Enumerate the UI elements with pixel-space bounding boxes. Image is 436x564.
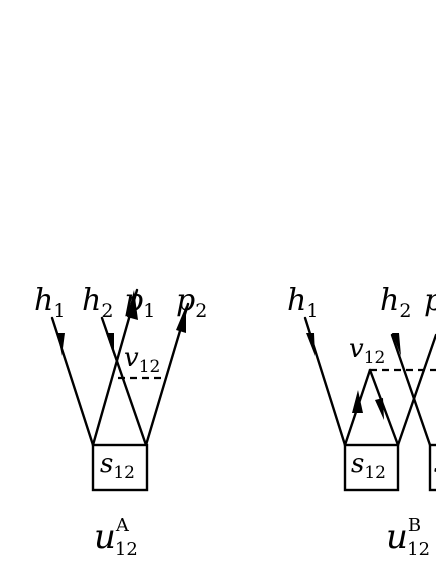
arrow-h1	[306, 333, 315, 356]
arrow-up-left	[352, 390, 363, 413]
label-p1: p	[424, 283, 436, 318]
arrow-p2	[176, 306, 186, 333]
vertex-label-partial: s	[434, 449, 436, 479]
diagram-b: h1 h2 p v12 s12 s	[287, 283, 436, 560]
label-h1: h1	[287, 283, 318, 322]
arrow-p1	[127, 290, 138, 320]
vertex-box-partial	[428, 443, 436, 492]
line-down-right	[368, 368, 400, 447]
vertex-label: s12	[351, 449, 386, 483]
label-p2: p2	[176, 283, 207, 322]
label-h1: h1	[34, 283, 65, 322]
interaction-label: v12	[124, 343, 160, 377]
label-h2: h2	[82, 283, 113, 322]
interaction-label: v12	[349, 334, 385, 368]
vertex-label: s12	[100, 449, 135, 483]
vertex-box	[91, 443, 149, 492]
arrow-h2	[392, 333, 401, 356]
label-h2: h2	[380, 283, 411, 322]
arrow-down-right	[375, 398, 384, 420]
line-p1	[396, 333, 436, 447]
arrow-h2	[106, 333, 114, 356]
vertex-box	[343, 443, 400, 492]
line-h2	[390, 333, 432, 447]
arrow-h1	[57, 333, 65, 356]
